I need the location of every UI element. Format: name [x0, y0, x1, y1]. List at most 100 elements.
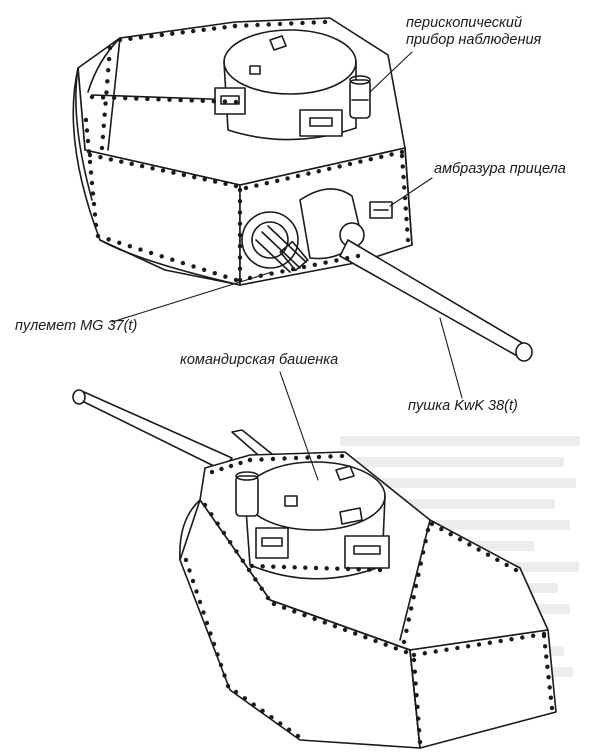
label-main-gun: пушка KwK 38(t) [408, 398, 518, 414]
rivet [405, 227, 410, 232]
rivet [413, 583, 419, 589]
rivet [416, 716, 421, 721]
rivet [285, 176, 290, 181]
rivet [379, 154, 384, 159]
rivet [251, 702, 256, 707]
rivet [237, 266, 243, 271]
rivet [259, 586, 264, 591]
leader-cupola [279, 371, 319, 481]
rivet [358, 159, 363, 164]
rivet [401, 639, 407, 645]
rivet [542, 644, 548, 649]
rivet [548, 695, 554, 700]
label-periscope-line1: перископический [406, 15, 523, 31]
rivet [423, 539, 428, 544]
rivet [342, 627, 348, 633]
label-periscope-line2: прибор наблюдения [406, 32, 542, 48]
rivet [183, 557, 189, 563]
rivet [201, 27, 206, 33]
rivet [412, 669, 418, 674]
rivet [414, 692, 419, 698]
lower-main-gun-barrel [75, 391, 233, 471]
rivet [233, 277, 239, 283]
rivet [345, 566, 351, 572]
rivet [228, 540, 233, 545]
label-machine-gun: пулемет MG 37(t) [15, 318, 138, 334]
rivet [202, 177, 207, 182]
rivet [171, 170, 176, 175]
leader-machine-gun [111, 271, 273, 323]
rivet [373, 638, 378, 644]
rivet [91, 201, 97, 207]
rivet [356, 567, 361, 572]
rivet [134, 96, 139, 101]
rivet [302, 612, 307, 618]
rivet [467, 542, 472, 547]
rivet [108, 157, 114, 162]
rivet [353, 631, 358, 636]
rivet [192, 174, 197, 180]
rivet [277, 21, 283, 27]
upper-cupola [223, 29, 357, 95]
rivet [237, 244, 243, 249]
rivet [269, 714, 274, 720]
rivet [212, 179, 218, 184]
rivet [223, 274, 228, 279]
rivet [228, 463, 234, 469]
rivet [225, 683, 231, 689]
rivet [545, 664, 550, 670]
label-periscope: перископический прибор наблюдения [406, 15, 541, 49]
rivet [223, 181, 228, 186]
rivet [300, 20, 305, 26]
rivet [409, 606, 414, 611]
rivet [189, 98, 194, 103]
rivet [247, 457, 253, 463]
leader-lines [111, 51, 463, 481]
rivet [243, 185, 249, 191]
rivet [393, 646, 399, 651]
rivets [83, 19, 555, 745]
rivet [383, 642, 388, 647]
rivet [402, 185, 407, 190]
leader-periscope [369, 51, 413, 93]
rivet [269, 271, 274, 276]
rivet [416, 572, 421, 577]
rivet [271, 601, 277, 607]
upper-cupola-vision-block-left [214, 87, 246, 115]
rivet [89, 94, 95, 100]
rivet [295, 733, 301, 739]
rivet [334, 258, 339, 263]
rivet [117, 240, 122, 245]
rivet [422, 651, 428, 656]
rivet [106, 68, 111, 73]
rivet [208, 631, 213, 636]
rivet [520, 635, 525, 640]
rivet [244, 23, 249, 28]
rivet [546, 674, 551, 680]
rivet [403, 649, 409, 655]
rivet [232, 23, 238, 29]
rivet [219, 466, 224, 472]
rivet [345, 256, 350, 261]
rivet [190, 578, 196, 584]
rivet [209, 469, 215, 475]
rivet [465, 644, 471, 649]
rivet [117, 37, 123, 43]
rivet [311, 20, 316, 25]
rivet [495, 557, 500, 562]
rivet [201, 610, 206, 615]
rivet [200, 98, 205, 104]
rivet [89, 180, 95, 186]
rivet [292, 565, 297, 570]
upper-periscope [349, 79, 371, 119]
rivet [202, 502, 208, 508]
rivet [327, 166, 332, 171]
rivet [88, 170, 94, 175]
rivet [399, 149, 405, 155]
rivet [129, 161, 134, 167]
rivet [148, 250, 154, 256]
rivet [254, 183, 259, 188]
rivet [363, 635, 368, 640]
rivet [237, 221, 243, 226]
rivet [485, 552, 491, 557]
